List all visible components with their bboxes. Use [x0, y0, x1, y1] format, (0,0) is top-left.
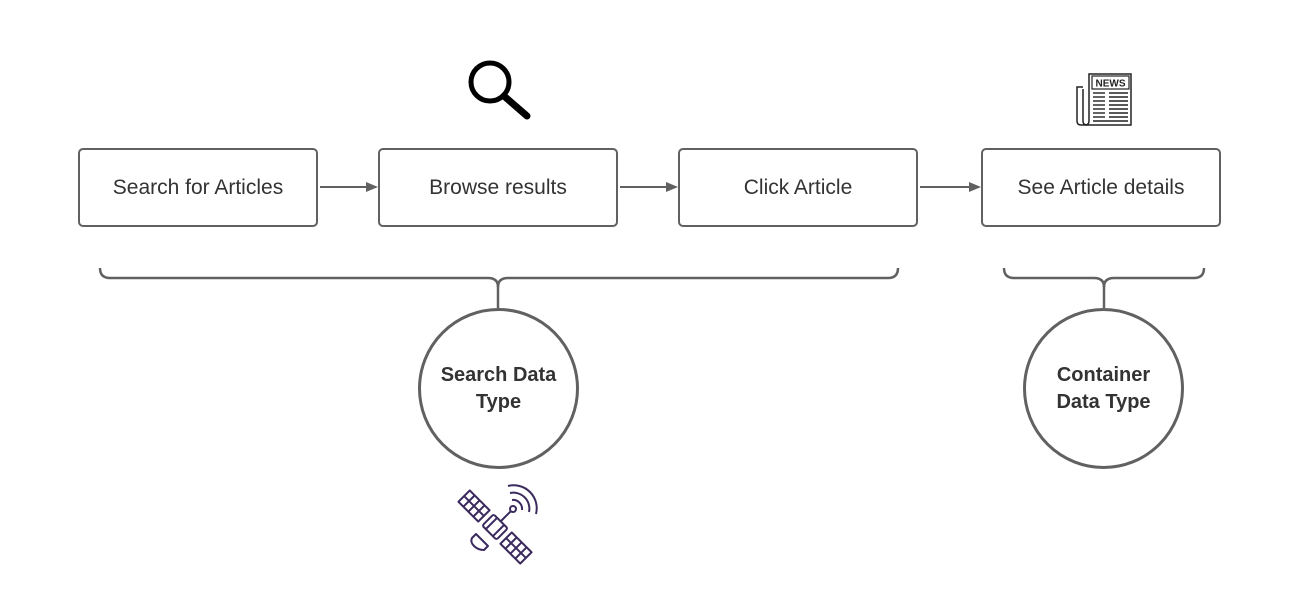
newspaper-icon: NEWS [1076, 73, 1132, 126]
data-type-label: Container Data Type [1056, 363, 1151, 413]
step-label: Click Article [743, 175, 853, 199]
brace-search-group [98, 267, 900, 288]
step-see-article-details: See Article details [981, 148, 1221, 227]
satellite-icon [457, 484, 538, 565]
magnifying-glass-icon [468, 60, 531, 120]
step-search-for-articles: Search for Articles [78, 148, 318, 227]
container-data-type-circle: Container Data Type [1023, 308, 1184, 469]
step-label: See Article details [1017, 175, 1185, 199]
brace-container-group [1002, 267, 1206, 288]
search-data-type-circle: Search Data Type [418, 308, 579, 469]
step-click-article: Click Article [678, 148, 918, 227]
news-badge-text: NEWS [1096, 79, 1126, 90]
data-type-label: Search Data Type [440, 363, 557, 413]
step-browse-results: Browse results [378, 148, 618, 227]
step-label: Search for Articles [112, 175, 284, 199]
step-label: Browse results [429, 175, 567, 199]
